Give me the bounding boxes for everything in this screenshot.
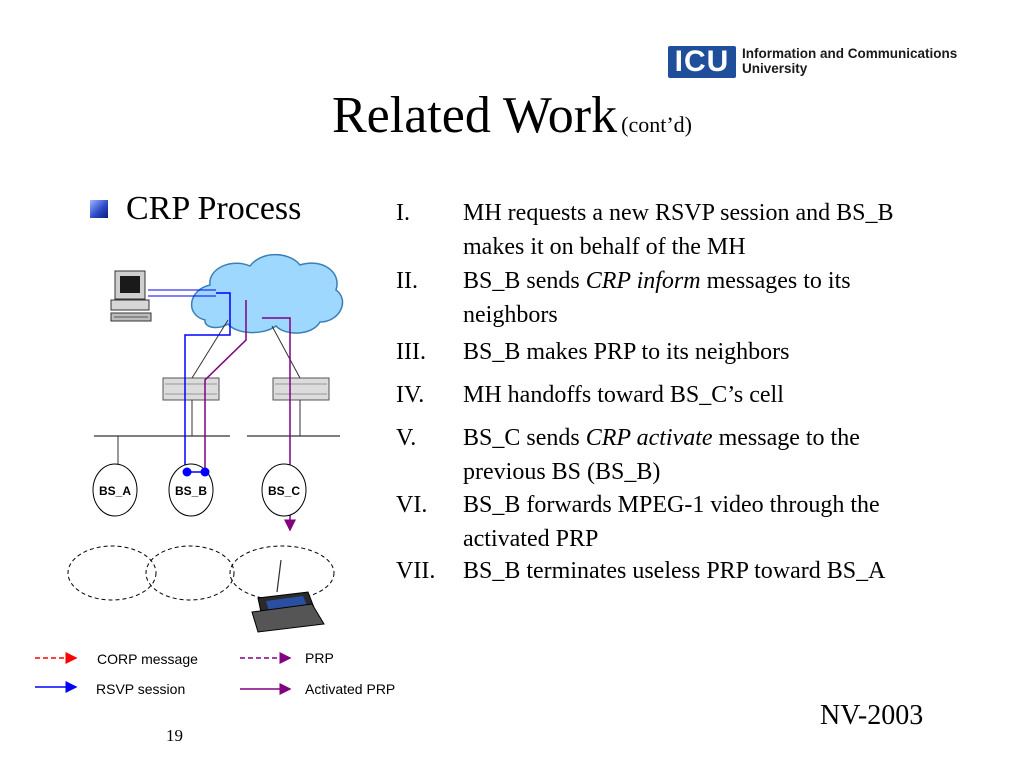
conference-footer: NV-2003: [820, 700, 924, 731]
title-sub: (cont’d): [621, 112, 692, 137]
step-text-part: BS_B forwards MPEG-1 video through the a…: [463, 492, 880, 552]
bs-a-node: [92, 463, 138, 517]
router-icon: [162, 377, 220, 401]
step-number: I.: [396, 200, 410, 226]
step-text: BS_B sends CRP inform messages to its ne…: [463, 264, 943, 332]
step-text-part: messages to its neighbors: [463, 268, 851, 328]
bs-label: BS_C: [268, 484, 300, 498]
cell-c: [229, 545, 335, 601]
cell-a: [67, 545, 157, 601]
step-text-part: message to the previous BS (BS_B): [463, 425, 860, 485]
legend-rsvp-label: RSVP session: [96, 681, 186, 697]
router-icon: [272, 377, 330, 401]
logo-line-1: Information and Communications: [742, 46, 958, 61]
step-text: MH handoffs toward BS_C’s cell: [463, 378, 943, 412]
computer-icon: [110, 270, 152, 322]
step-text: BS_B makes PRP to its neighbors: [463, 335, 943, 369]
network-cloud-icon: [190, 253, 344, 334]
step-number: VI.: [396, 492, 428, 518]
step-number: III.: [396, 339, 426, 365]
step-text-emphasis: CRP activate: [585, 425, 713, 451]
legend-corp-label: CORP message: [97, 651, 198, 667]
legend-activated-prp-label: Activated PRP: [305, 681, 396, 697]
bs-label: BS_B: [175, 484, 207, 498]
step-number: IV.: [396, 382, 425, 408]
step-text-emphasis: CRP inform: [585, 268, 701, 294]
step-text-part: BS_B terminates useless PRP toward BS_A: [463, 558, 886, 584]
step-text: BS_C sends CRP activate message to the p…: [463, 421, 943, 489]
step-text-part: MH requests a new RSVP session and BS_B …: [463, 200, 894, 260]
step-text: BS_B forwards MPEG-1 video through the a…: [463, 488, 943, 556]
legend-prp-label: PRP: [305, 650, 334, 666]
logo-text: Information and Communications Universit…: [742, 46, 957, 76]
step-text: BS_B terminates useless PRP toward BS_A: [463, 554, 943, 588]
logo-mark-text: ICU: [674, 45, 730, 78]
step-text-part: BS_B makes PRP to its neighbors: [463, 339, 790, 365]
icu-logo-mark: ICU: [668, 46, 736, 78]
step-text-part: BS_C sends: [463, 425, 586, 451]
slide-title: Related Work (cont’d): [0, 86, 1024, 145]
mobile-host-icon: [251, 559, 325, 633]
university-logo: ICU Information and Communications Unive…: [668, 44, 978, 80]
bs-b-node: [168, 463, 214, 517]
cell-b: [145, 545, 235, 601]
step-text: MH requests a new RSVP session and BS_B …: [463, 196, 943, 264]
step-number: VII.: [396, 558, 436, 584]
page-number: 19: [166, 726, 183, 745]
title-main: Related Work: [332, 87, 618, 144]
step-number: V.: [396, 425, 417, 451]
step-text-part: MH handoffs toward BS_C’s cell: [463, 382, 784, 408]
bullet-text: CRP Process: [126, 190, 302, 227]
step-text-part: BS_B sends: [463, 268, 586, 294]
bs-label: BS_A: [99, 484, 131, 498]
bs-c-node: [261, 463, 307, 517]
logo-line-2: University: [742, 61, 808, 76]
step-number: II.: [396, 268, 418, 294]
bullet-square-icon: [90, 200, 108, 218]
